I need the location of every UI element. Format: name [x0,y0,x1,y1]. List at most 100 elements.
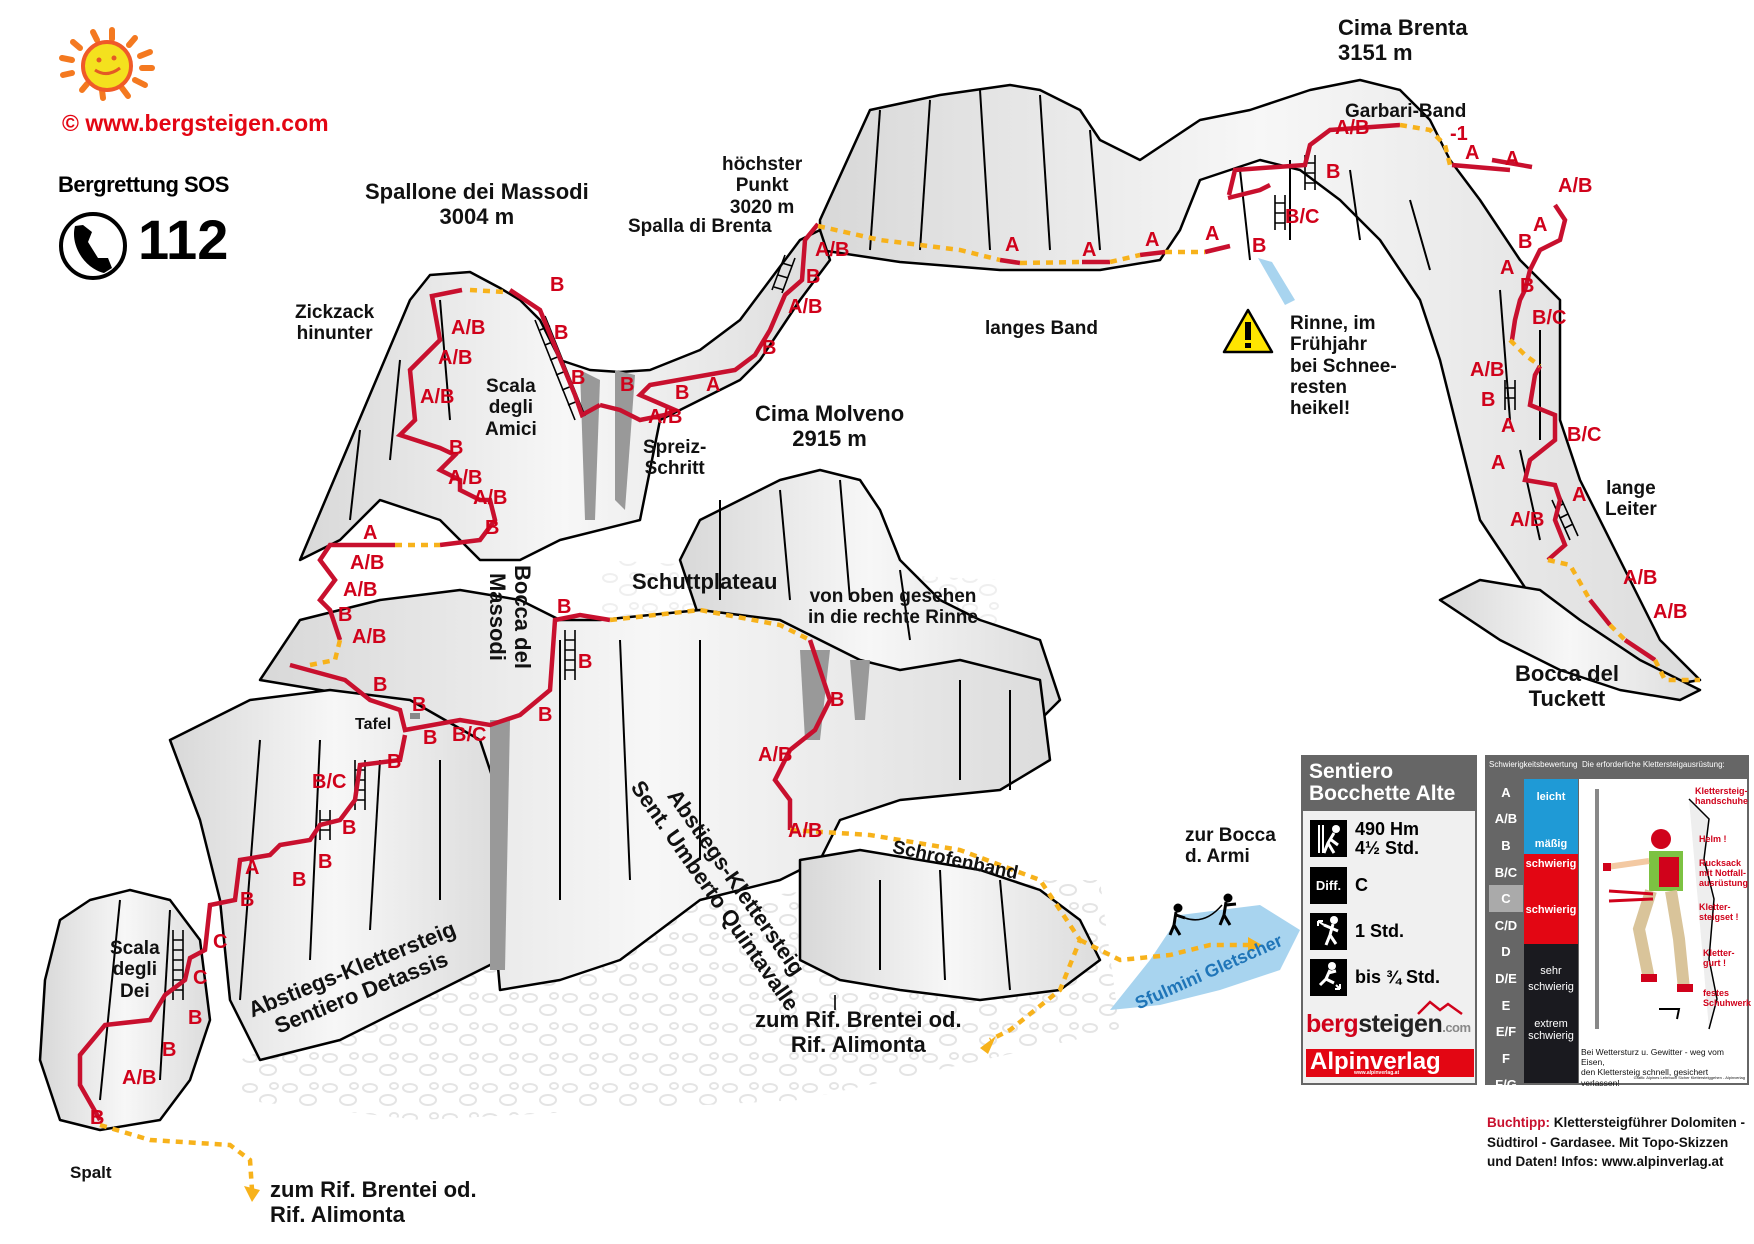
bergsteigen-logo: bergsteigen.com [1306,1000,1471,1039]
logo-part: .com [1442,1020,1471,1035]
gear-title: Die erforderliche Klettersteigausrüstung… [1582,760,1725,769]
label-line: 3020 m [729,196,795,218]
label-line: zur Bocca [1185,825,1276,846]
peak-elevation: 3004 m [439,203,515,229]
ladder-icon [564,630,576,680]
band-label: sehr [1540,964,1562,977]
grade-marker: B/C [452,724,487,746]
emergency-number: 112 [138,208,229,271]
grade-item-selected: C [1489,885,1523,912]
peak-elevation: 2915 m [792,425,867,451]
grade-marker: B [1520,275,1535,297]
route-title-line: Sentiero [1309,760,1394,783]
band-label: schwierig [1525,904,1577,916]
garbari-band-label: Garbari-Band [1345,101,1467,122]
ladder-icon [771,254,796,294]
grade-item: D/E [1495,970,1517,986]
grade-marker: B [188,1007,203,1029]
band-label: schwierig [1528,981,1574,993]
label-line: lange [1606,478,1656,499]
weather-warning: Bei Wettersturz u. Gewitter - weg vom Ei… [1581,1047,1747,1088]
grade-item: F/G [1495,1077,1517,1093]
alpinverlag-logo: Alpinverlag www.alpinverlag.at [1306,1049,1474,1077]
grade-marker: B [318,851,333,873]
grade-marker: A/B [758,744,793,766]
label-line: zum Rif. Brentei od. [270,1177,477,1202]
label-line: Scala [486,376,536,397]
grade-marker: B [387,751,402,773]
grade-marker: C [193,967,208,989]
label-line: Leiter [1605,499,1657,521]
label-line: Tuckett [1528,685,1606,711]
grade-item: B/C [1494,864,1518,880]
grade-item: E/F [1495,1024,1517,1040]
copyright-link[interactable]: © www.bergsteigen.com [62,110,329,136]
gear-line: gurt ! [1703,957,1726,968]
label-line: degli [488,397,534,419]
peak-name: Cima Molveno [755,401,905,426]
sfulmini-glacier [1110,905,1300,1010]
grade-marker: B [485,517,500,539]
spreizschritt-label: Spreiz- Schritt [643,437,706,480]
gear-line: festes [1703,988,1730,998]
rinne-warning-label: Rinne, im Frühjahr bei Schnee- resten he… [1290,313,1397,419]
ladder-icon [1274,195,1286,230]
hut-direction-label-middle: zum Rif. Brentei od. Rif. Alimonta [755,1007,962,1057]
rope-team-icon [1168,893,1237,936]
grade-marker: A/B [448,467,483,489]
book-tip-link[interactable]: und Daten! Infos: www.alpinverlag.at [1487,1154,1724,1170]
spalla-di-brenta-label: Spalla di Brenta [628,216,772,237]
grade-marker: A [1501,415,1516,437]
grade-marker: A/B [788,820,823,842]
grade-marker: B [412,694,427,716]
peak-name: Spallone dei Massodi [365,179,589,204]
peak-label-spallone-dei-massodi: Spallone dei Massodi 3004 m [365,179,589,229]
approach-time: 1 Std. [1355,920,1405,941]
grade-marker: B [578,651,593,673]
grade-marker: A/B [473,487,508,509]
grade-marker: A [1465,142,1480,164]
label-line: heikel! [1290,398,1351,420]
label-line: höchster [722,154,803,175]
grade-marker: -1 [1450,123,1468,145]
grade-marker: A/B [1653,601,1688,623]
grade-marker: A/B [451,317,486,339]
difficulty-scale-card: Schwierigkeitsbewertung Die erforderlich… [1485,755,1751,1092]
difficulty-badge: Diff. [1310,866,1347,904]
grade-marker: A [1500,257,1515,279]
grade-marker: B [1326,161,1341,183]
label-line: Frühjahr [1290,334,1368,356]
label-line: bei Schnee- [1290,355,1397,377]
grade-marker: B [342,817,357,839]
grade-marker: A [245,857,260,879]
grade-marker: B [538,704,553,726]
tafel-label: Tafel [355,716,392,733]
grade-marker: A [1505,148,1520,170]
grade-marker: A/B [648,406,683,428]
grade-marker: B [338,604,353,626]
approach-row: 1 Std. [1310,912,1469,950]
label-line: von oben gesehen [809,586,977,607]
gear-line: Kletter- [1699,902,1731,912]
grade-item: D [1501,944,1511,960]
route-info-card: Sentiero Bocchette Alte 490 Hm 4½ Std. D… [1301,755,1477,1085]
gear-via-ferrata-set: Kletter-steigset ! [1699,902,1739,923]
grade-marker: B [762,337,777,359]
scala-degli-dei-label: Scala degli Dei [110,938,160,1002]
mountain-logo-icon [1417,1000,1463,1016]
grade-marker: B [554,322,569,344]
label-line: d. Armi [1185,846,1250,868]
grade-marker: B/C [1567,424,1602,446]
grade-marker: A [1491,452,1506,474]
arrow-icon [1248,937,1262,953]
highest-point-label: höchster Punkt 3020 m [722,154,802,218]
label-line: Rif. Alimonta [270,1201,405,1227]
band-extreme: extrem schwierig [1524,1014,1578,1083]
grade-marker: B [830,689,845,711]
route-title: Sentiero Bocchette Alte [1303,757,1475,812]
grade-marker: B [806,266,821,288]
climber-icon [1310,820,1347,858]
grade-marker: A [1005,234,1020,256]
